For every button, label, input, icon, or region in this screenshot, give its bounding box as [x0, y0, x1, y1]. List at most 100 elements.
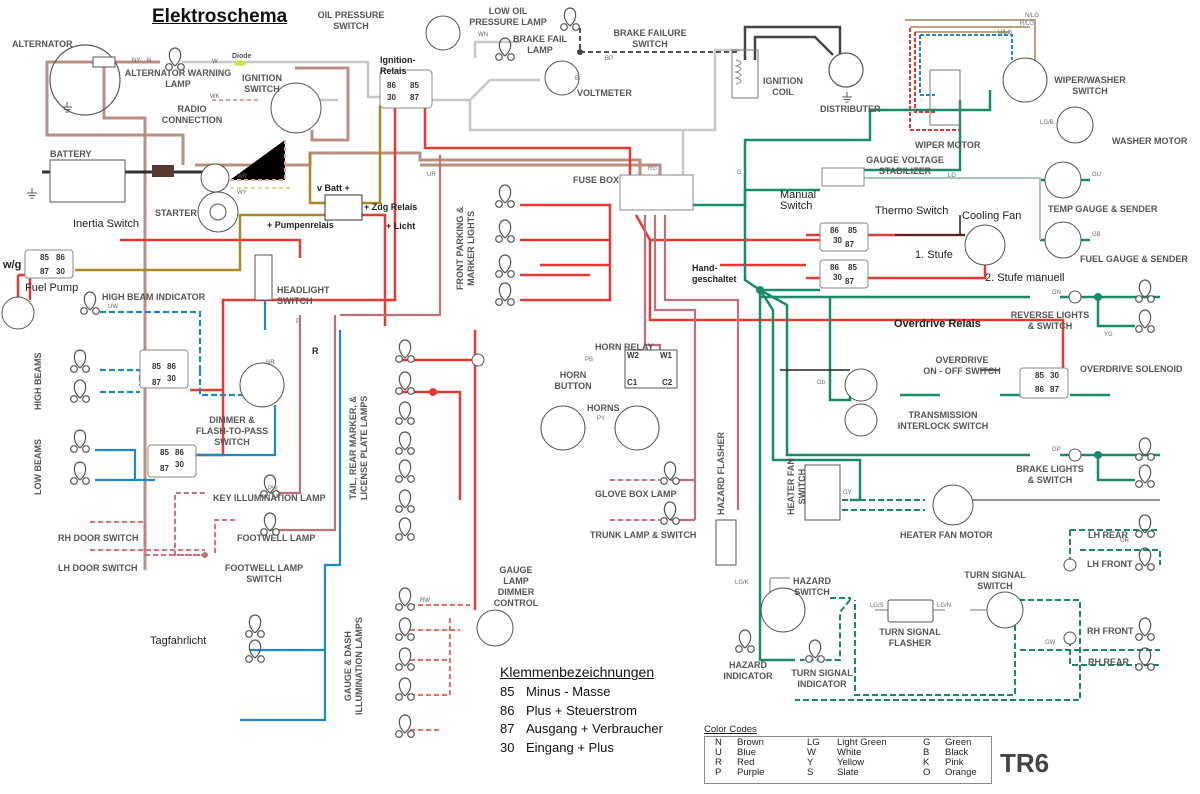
- label-horns: HORNS: [587, 403, 620, 413]
- legend-code: S: [807, 767, 814, 778]
- label-gauge-dash-lamps: GAUGE & DASH ILLUMINATION LAMPS: [343, 617, 364, 715]
- pin-30: 30: [56, 267, 65, 276]
- wire-code: UR: [427, 172, 436, 178]
- label-lh-rear: LH REAR: [1088, 530, 1128, 540]
- label-distributer: DISTRIBUTER: [820, 104, 881, 114]
- label-front-parking: FRONT PARKING & MARKER LIGHTS: [455, 206, 476, 290]
- label-lh-door-switch: LH DOOR SWITCH: [58, 563, 138, 573]
- legend-color-name: White: [837, 747, 862, 758]
- label-temp-gauge: TEMP GAUGE & SENDER: [1048, 204, 1158, 214]
- pin-86: 86: [830, 263, 839, 272]
- label-wiper-motor: WIPER MOTOR: [915, 140, 981, 150]
- legend-code: U: [715, 747, 722, 758]
- label-ignition-relais: Ignition- Relais: [380, 55, 416, 76]
- wire-code: LG/S: [870, 603, 884, 609]
- label-voltmeter: VOLTMETER: [577, 88, 632, 98]
- label-brake-lights: BRAKE LIGHTS & SWITCH: [1016, 464, 1084, 485]
- label-licht: + Licht: [386, 221, 416, 231]
- legend-code: K: [923, 757, 930, 768]
- label-footwell-lamp: FOOTWELL LAMP: [237, 533, 316, 543]
- pin-30: 30: [167, 374, 176, 383]
- label-oil-pressure-switch: OIL PRESSURE SWITCH: [317, 10, 385, 31]
- pin-85: 85: [160, 448, 169, 457]
- pin-87: 87: [40, 267, 49, 276]
- model-label: TR6: [1000, 748, 1050, 778]
- label-starter: STARTER: [155, 208, 197, 218]
- pin-86: 86: [830, 226, 839, 235]
- pin-w1: W1: [660, 351, 672, 360]
- wire-code: W: [212, 59, 218, 65]
- wire-code: GP: [1052, 447, 1061, 453]
- label-washer-motor: WASHER MOTOR: [1112, 136, 1188, 146]
- wire-code: WY: [237, 190, 247, 196]
- label-rh-front: RH FRONT: [1087, 626, 1134, 636]
- terminal-text: Minus - Masse: [526, 684, 611, 699]
- wire-code: PW: [268, 486, 278, 492]
- wire-code: GW: [1045, 640, 1056, 646]
- label-footwell-lamp-switch: FOOTWELL LAMP SWITCH: [224, 563, 304, 584]
- label-low-beams: LOW BEAMS: [33, 439, 43, 495]
- wire-code: GB: [1092, 232, 1101, 238]
- label-gauge-voltage-stabilizer: GAUGE VOLTAGE STABILIZER: [866, 155, 944, 176]
- label-inertia-switch: Inertia Switch: [73, 218, 140, 230]
- legend-color-name: Blue: [737, 747, 757, 758]
- pin-85: 85: [410, 81, 419, 90]
- pin-87: 87: [160, 464, 169, 473]
- label-pumpenrelais: + Pumpenrelais: [267, 220, 334, 230]
- legend-color-name: Slate: [837, 767, 859, 778]
- wire-code: LG/K: [735, 580, 749, 586]
- pin-30: 30: [1050, 371, 1059, 380]
- label-gauge-lamp-dimmer: GAUGE LAMP DIMMER CONTROL: [493, 565, 539, 608]
- wire-code: GN: [1052, 290, 1061, 296]
- legend-code: O: [923, 767, 931, 778]
- terminal-number: 85: [500, 684, 515, 699]
- label-battery: BATTERY: [50, 149, 92, 159]
- label-high-beams: HIGH BEAMS: [33, 352, 43, 410]
- legend-color-name: Brown: [737, 737, 764, 748]
- label-wiper-washer-switch: WIPER/WASHER SWITCH: [1054, 75, 1126, 96]
- pin-w2: W2: [627, 351, 639, 360]
- pin-85: 85: [848, 226, 857, 235]
- label-brake-fail-lamp: BRAKE FAIL LAMP: [513, 34, 567, 55]
- label-headlight-switch: HEADLIGHT SWITCH: [277, 285, 330, 306]
- pin-87: 87: [410, 93, 419, 102]
- legend-code: P: [715, 767, 722, 778]
- wire-code: WR: [237, 174, 247, 180]
- wire-code: GU: [1092, 172, 1101, 178]
- label-horn-button: HORN BUTTON: [554, 370, 592, 391]
- label-heater-fan-switch: HEATER FAN SWITCH: [786, 458, 807, 515]
- legend-code: R: [715, 757, 722, 768]
- legend-title: Color Codes: [704, 724, 757, 735]
- label-handgeschaltet: Hand- geschaltet: [692, 263, 737, 284]
- pin-c2: C2: [662, 378, 673, 387]
- wire-code: P: [296, 319, 301, 325]
- pin-85: 85: [848, 263, 857, 272]
- pin-85: 85: [40, 253, 49, 262]
- label-overdrive-switch: OVERDRIVE ON - OFF SWITCH: [923, 355, 1001, 376]
- label-dimmer-switch: DIMMER & FLASH-TO-PASS SWITCH: [195, 415, 269, 447]
- label-lh-front: LH FRONT: [1087, 559, 1133, 569]
- label-turn-signal-indicator: TURN SIGNAL INDICATOR: [791, 668, 853, 689]
- label-fuel-gauge: FUEL GAUGE & SENDER: [1080, 254, 1188, 264]
- wire-code: LG/B: [1040, 120, 1054, 126]
- legend-code: B: [923, 747, 930, 758]
- label-trunk-lamp: TRUNK LAMP & SWITCH: [590, 530, 697, 540]
- label-tail-lamps: TAIL, REAR MARKER, & LICENSE PLATE LAMPS: [348, 395, 369, 500]
- legend-color-name: Red: [737, 757, 755, 768]
- label-fuel-pump: Fuel Pump: [25, 282, 79, 294]
- terminal-number: 87: [500, 721, 515, 736]
- label-turn-signal-flasher: TURN SIGNAL FLASHER: [879, 627, 941, 648]
- label-transmission-interlock: TRANSMISSION INTERLOCK SWITCH: [897, 410, 989, 431]
- wire-code: N/LG: [1025, 13, 1040, 19]
- label-overdrive-relais: Overdrive Relais: [894, 318, 981, 330]
- terminal-row: 85 Minus - Masse: [500, 684, 663, 703]
- pin-86: 86: [387, 81, 396, 90]
- wire-code: Gb: [817, 380, 826, 386]
- pin-87: 87: [845, 240, 854, 249]
- wire-code: G: [737, 170, 742, 176]
